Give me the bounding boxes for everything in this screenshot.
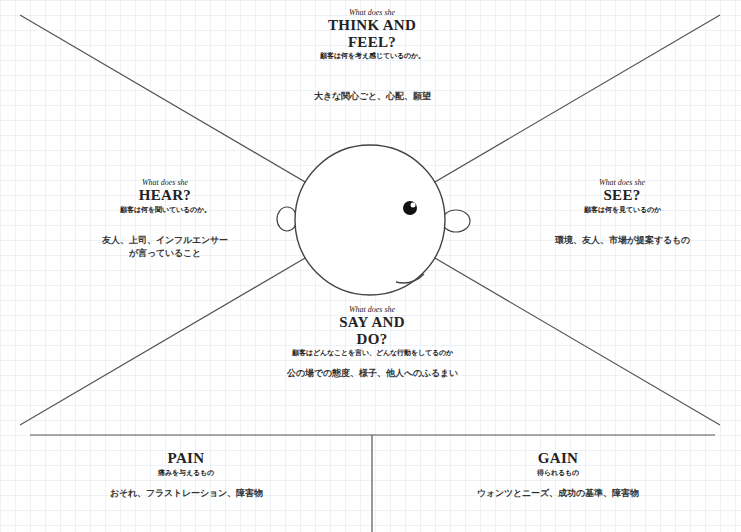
question-prefix: What does she <box>142 178 188 187</box>
head-eye <box>403 201 417 215</box>
think-feel-region: What does sheTHINK AND FEEL? 顧客は何を考え感じている… <box>262 8 482 104</box>
hear-region: What does sheHEAR? 顧客は何を聞いているのか。友人、上司、インフ… <box>80 178 250 261</box>
section-heading: SAY AND DO? <box>330 314 415 347</box>
section-body: ウォンツとニーズ、成功の基準、障害物 <box>477 487 639 501</box>
section-body: 友人、上司、インフルエンサーが言っていること <box>99 234 231 261</box>
divider-line <box>20 15 720 425</box>
divider-line <box>371 435 372 532</box>
say-do-region: What does sheSAY AND DO? 顧客はどんなことを言い、どんな行… <box>242 305 502 381</box>
section-heading: PAIN <box>168 450 205 467</box>
section-heading: THINK AND FEEL? <box>317 17 427 50</box>
section-subtitle: 顧客は何を考え感じているのか。 <box>320 52 425 60</box>
head-ear <box>442 210 470 232</box>
head-mouth <box>396 274 424 283</box>
see-region: What does sheSEE? 顧客は何を見ているのか環境、友人、市場が提案す… <box>527 178 717 247</box>
pain-panel: PAIN 痛みを与えるものおそれ、フラストレーション、障害物 <box>36 450 336 500</box>
section-subtitle: 痛みを与えるもの <box>158 469 214 477</box>
question-prefix: What does she <box>599 178 645 187</box>
section-subtitle: 顧客は何を聞いているのか。 <box>120 206 211 214</box>
section-heading: HEAR? <box>139 187 191 204</box>
section-heading: SEE? <box>603 187 640 204</box>
gain-panel: GAIN 得られるものウォンツとニーズ、成功の基準、障害物 <box>408 450 708 500</box>
section-body: 大きな関心ごと、心配、願望 <box>314 90 431 104</box>
head-ear <box>277 207 297 231</box>
section-subtitle: 顧客は何を見ているのか <box>584 206 661 214</box>
section-body: 公の場での態度、様子、他人へのふるまい <box>287 367 458 381</box>
head-circle <box>295 145 445 295</box>
section-subtitle: 顧客はどんなことを言い、どんな行動をしてるのか <box>292 349 453 357</box>
section-body: おそれ、フラストレーション、障害物 <box>110 487 263 501</box>
section-subtitle: 得られるもの <box>537 469 579 477</box>
divider-line <box>20 15 720 425</box>
section-heading: GAIN <box>538 450 578 467</box>
question-prefix: What does she <box>349 305 395 314</box>
section-body: 環境、友人、市場が提案するもの <box>555 234 690 248</box>
head-eye <box>411 203 416 208</box>
question-prefix: What does she <box>349 8 395 17</box>
